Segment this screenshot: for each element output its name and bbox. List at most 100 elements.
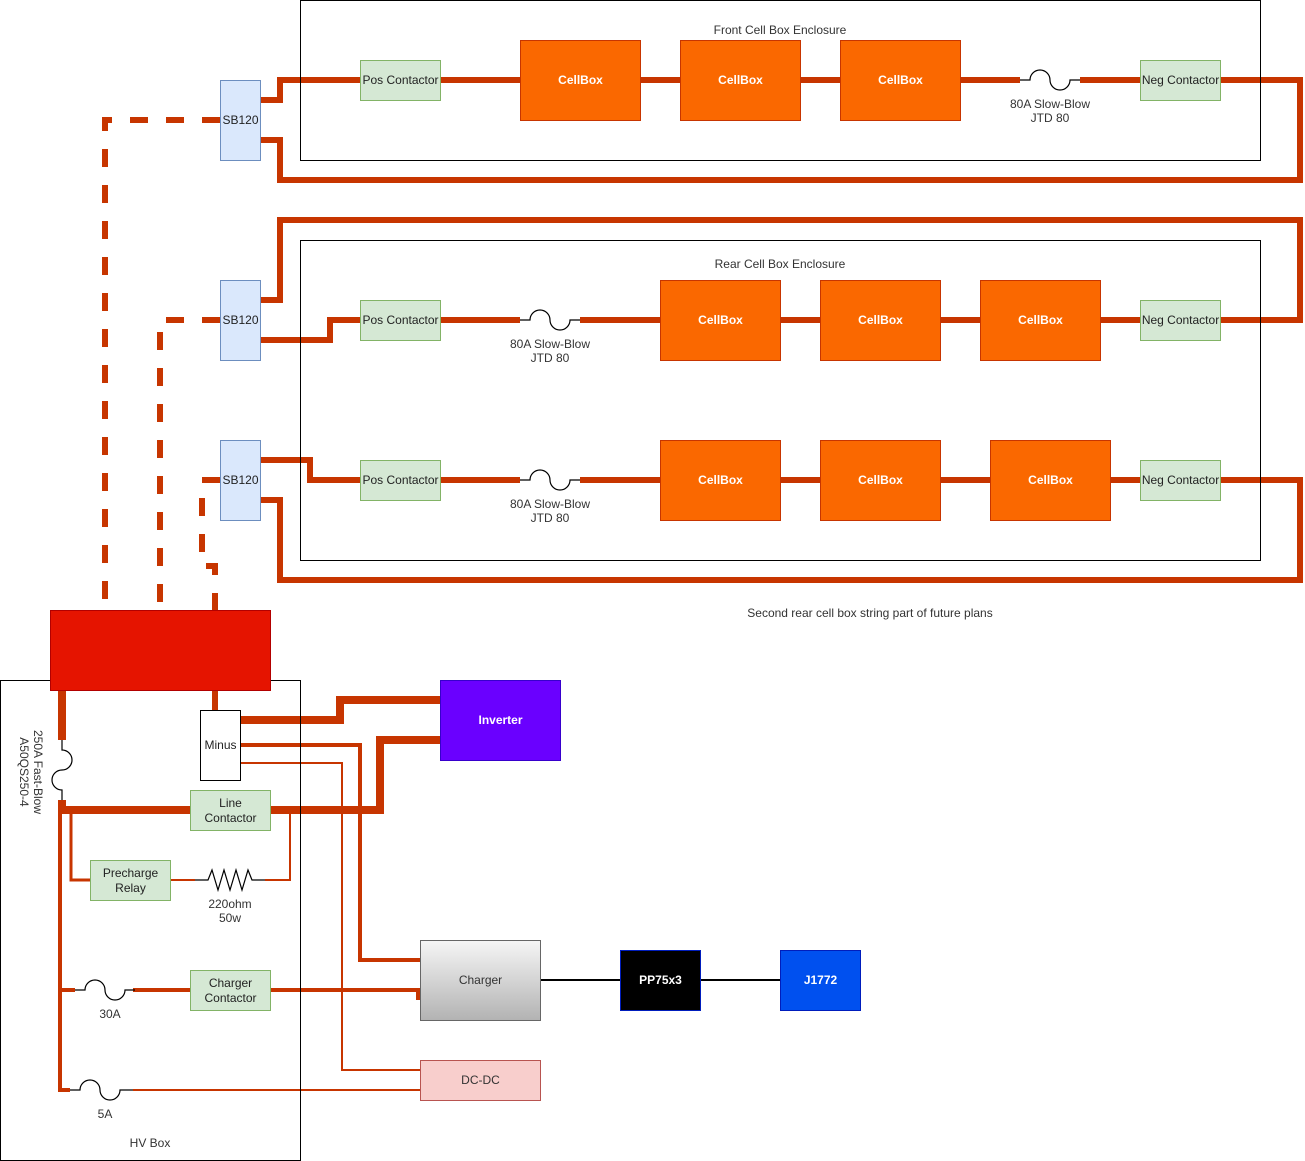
- j1772-label: J1772: [803, 973, 838, 987]
- neg-contactor-label: Neg Contactor: [1141, 73, 1220, 87]
- wire-dashed-front: [102, 117, 220, 610]
- charger-label: Charger: [458, 973, 503, 987]
- pp75-connector[interactable]: PP75x3: [620, 950, 701, 1011]
- resistor-power: 50w: [218, 911, 241, 925]
- rear-cellbox-enclosure: [300, 240, 1261, 561]
- cellbox-label: CellBox: [698, 473, 743, 487]
- wire-resistor-to-line-out: [265, 812, 291, 881]
- charger-contactor-line1: Charger: [208, 975, 253, 990]
- fuse-part: JTD 80: [530, 351, 570, 365]
- wire-front-sb-to-pos: [260, 77, 360, 103]
- rear2-cellbox-3[interactable]: CellBox: [990, 440, 1111, 521]
- front-cellbox-enclosure: [300, 0, 1261, 161]
- wire-minus-to-dcdc: [240, 762, 420, 1071]
- front-cellbox-1[interactable]: CellBox: [520, 40, 641, 121]
- neg-contactor-label: Neg Contactor: [1141, 473, 1220, 487]
- sb120-label: SB120: [222, 313, 259, 327]
- front-neg-contactor[interactable]: Neg Contactor: [1140, 60, 1221, 101]
- cellbox-label: CellBox: [1018, 313, 1063, 327]
- front-pos-contactor[interactable]: Pos Contactor: [360, 60, 441, 101]
- precharge-line1: Precharge: [102, 865, 159, 880]
- charger[interactable]: Charger: [420, 940, 541, 1021]
- fuse-front-icon: [1020, 69, 1080, 91]
- dcdc-label: DC-DC: [461, 1073, 500, 1087]
- sb120-connector-front[interactable]: SB120: [220, 80, 261, 161]
- wire-rear1-sb-neg-return: [260, 217, 1303, 323]
- rear1-cellbox-1[interactable]: CellBox: [660, 280, 781, 361]
- rear2-cellbox-1[interactable]: CellBox: [660, 440, 781, 521]
- inverter[interactable]: Inverter: [440, 680, 561, 761]
- wire-line-contactor-to-inverter: [270, 736, 440, 814]
- front-cellbox-2[interactable]: CellBox: [680, 40, 801, 121]
- pos-contactor-label: Pos Contactor: [362, 473, 439, 487]
- rear1-pos-contactor[interactable]: Pos Contactor: [360, 300, 441, 341]
- resistor-icon: [195, 867, 265, 893]
- cellbox-label: CellBox: [878, 73, 923, 87]
- sb120-label: SB120: [222, 113, 259, 127]
- line-contactor-line2: Contactor: [204, 810, 257, 825]
- battery-main-junction[interactable]: [50, 610, 271, 691]
- rear2-cellbox-2[interactable]: CellBox: [820, 440, 941, 521]
- rear2-pos-contactor[interactable]: Pos Contactor: [360, 460, 441, 501]
- wire-front-neg-return: [260, 77, 1303, 183]
- charger-contactor-line2: Contactor: [204, 990, 257, 1005]
- fuse-rating: 80A Slow-Blow: [509, 497, 591, 511]
- sb120-connector-rear-1[interactable]: SB120: [220, 280, 261, 361]
- pos-contactor-label: Pos Contactor: [362, 313, 439, 327]
- wire-bus-vertical: [58, 810, 70, 1092]
- fuse-rear2-icon: [520, 469, 580, 491]
- pos-contactor-label: Pos Contactor: [362, 73, 439, 87]
- fuse-rear1-icon: [520, 309, 580, 331]
- sb120-label: SB120: [222, 473, 259, 487]
- wire-rear2-sb-to-pos: [260, 457, 360, 483]
- main-fuse-rating: 250A Fast-Blow: [31, 729, 45, 815]
- hv-box-title: HV Box: [129, 1136, 171, 1150]
- fuse-rating: 80A Slow-Blow: [1009, 97, 1091, 111]
- rear2-neg-contactor[interactable]: Neg Contactor: [1140, 460, 1221, 501]
- sb120-connector-rear-2[interactable]: SB120: [220, 440, 261, 521]
- front-cellbox-3[interactable]: CellBox: [840, 40, 961, 121]
- line-contactor-line1: Line: [219, 795, 242, 810]
- j1772-inlet[interactable]: J1772: [780, 950, 861, 1011]
- cellbox-label: CellBox: [718, 73, 763, 87]
- cellbox-label: CellBox: [558, 73, 603, 87]
- rear-enclosure-title: Rear Cell Box Enclosure: [714, 257, 846, 271]
- cellbox-label: CellBox: [698, 313, 743, 327]
- rear1-cellbox-3[interactable]: CellBox: [980, 280, 1101, 361]
- rear1-cellbox-2[interactable]: CellBox: [820, 280, 941, 361]
- fuse-30a-icon: [75, 979, 135, 1001]
- precharge-line2: Relay: [115, 880, 146, 895]
- neg-contactor-label: Neg Contactor: [1141, 313, 1220, 327]
- resistor-value: 220ohm: [208, 897, 252, 911]
- fuse-rating: 80A Slow-Blow: [509, 337, 591, 351]
- main-fuse-part: A50QS250-4: [17, 737, 31, 807]
- fuse-5a-icon: [70, 1079, 133, 1101]
- cellbox-label: CellBox: [858, 313, 903, 327]
- wire-rear2-neg-return: [260, 477, 1303, 583]
- inverter-label: Inverter: [478, 713, 523, 727]
- wire-charger-contactor-to-charger: [270, 988, 420, 1000]
- charger-fuse-label: 30A: [99, 1007, 121, 1021]
- wire-dashed-rear1: [157, 317, 220, 610]
- fuse-part: JTD 80: [530, 511, 570, 525]
- pp75-label: PP75x3: [639, 973, 682, 987]
- dcdc-fuse-label: 5A: [97, 1107, 113, 1121]
- wire-bus-to-precharge: [69, 810, 90, 882]
- future-plans-note: Second rear cell box string part of futu…: [747, 606, 993, 620]
- minus-busbar[interactable]: Minus: [200, 710, 241, 781]
- rear1-neg-contactor[interactable]: Neg Contactor: [1140, 300, 1221, 341]
- dcdc-converter[interactable]: DC-DC: [420, 1060, 541, 1101]
- front-enclosure-title: Front Cell Box Enclosure: [713, 23, 847, 37]
- wire-rear1-sb-to-pos: [260, 317, 360, 343]
